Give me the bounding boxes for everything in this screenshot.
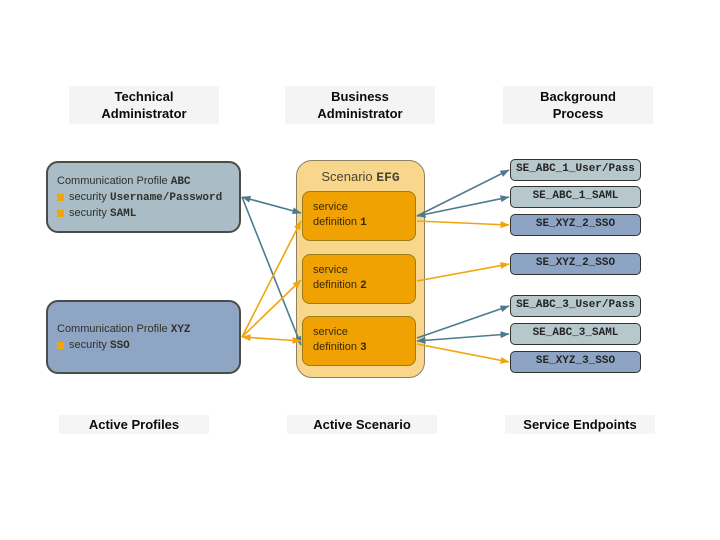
security-label: security xyxy=(69,207,107,219)
header-line: Administrator xyxy=(317,106,403,121)
definition-number: 3 xyxy=(360,342,367,354)
profile-title-text: Communication Profile xyxy=(57,323,168,335)
definition-line: service xyxy=(313,326,348,338)
security-bullet-icon xyxy=(57,194,64,201)
definition-line: definition 3 xyxy=(313,341,367,354)
service-endpoint-box: SE_ABC_3_User/Pass xyxy=(510,295,641,317)
service-endpoint-box: SE_ABC_1_User/Pass xyxy=(510,159,641,181)
connector-line xyxy=(416,305,510,339)
definition-line: definition 1 xyxy=(313,216,367,229)
definition-line: service xyxy=(313,201,348,213)
security-item: security Username/Password xyxy=(57,191,231,204)
header-line: Administrator xyxy=(101,106,187,121)
security-bullet-icon xyxy=(57,342,64,349)
footer-active-profiles: Active Profiles xyxy=(59,415,209,434)
profile-title: Communication Profile XYZ xyxy=(57,323,231,336)
connector-line xyxy=(241,196,302,346)
column-header-technical-administrator: Technical Administrator xyxy=(69,86,219,124)
profile-code: ABC xyxy=(170,176,191,188)
security-value: SSO xyxy=(109,340,130,352)
connector-line xyxy=(416,220,510,229)
connector-line xyxy=(416,331,510,344)
security-item: security SAML xyxy=(57,207,231,220)
footer-active-scenario: Active Scenario xyxy=(287,415,437,434)
connector-line xyxy=(241,334,302,344)
header-line: Business xyxy=(331,89,389,104)
header-line: Background xyxy=(540,89,616,104)
security-item: security SSO xyxy=(57,339,231,352)
connector-line xyxy=(241,220,302,338)
profile-title-text: Communication Profile xyxy=(57,175,168,187)
scenario-code: EFG xyxy=(376,170,400,185)
service-endpoint-box: SE_ABC_1_SAML xyxy=(510,186,641,208)
column-header-background-process: Background Process xyxy=(503,86,653,124)
communication-profile-abc-box: Communication Profile ABC security Usern… xyxy=(46,161,241,233)
service-endpoint-box: SE_XYZ_3_SSO xyxy=(510,351,641,373)
definition-number: 1 xyxy=(360,217,367,229)
security-value: SAML xyxy=(109,208,137,220)
service-definition-3-box: service definition 3 xyxy=(302,316,416,366)
security-value: Username/Password xyxy=(109,192,223,204)
service-definition-1-box: service definition 1 xyxy=(302,191,416,241)
scenario-title: Scenario EFG xyxy=(296,169,425,185)
security-bullet-icon xyxy=(57,210,64,217)
footer-service-endpoints: Service Endpoints xyxy=(505,415,655,434)
connector-line xyxy=(241,279,302,338)
service-definition-2-box: service definition 2 xyxy=(302,254,416,304)
definition-line: service xyxy=(313,264,348,276)
security-label: security xyxy=(69,191,107,203)
profile-title: Communication Profile ABC xyxy=(57,175,231,188)
service-endpoint-box: SE_ABC_3_SAML xyxy=(510,323,641,345)
definition-line: definition 2 xyxy=(313,279,367,292)
connector-line xyxy=(416,169,510,217)
service-endpoint-box: SE_XYZ_2_SSO xyxy=(510,214,641,236)
security-label: security xyxy=(69,339,107,351)
column-header-business-administrator: Business Administrator xyxy=(285,86,435,124)
connector-line xyxy=(416,195,510,218)
definition-number: 2 xyxy=(360,280,367,292)
connector-line xyxy=(416,343,510,364)
profile-code: XYZ xyxy=(170,324,191,336)
communication-profile-xyz-box: Communication Profile XYZ security SSO xyxy=(46,300,241,374)
scenario-title-text: Scenario xyxy=(321,169,373,184)
connector-line xyxy=(416,262,510,282)
service-endpoint-box: SE_XYZ_2_SSO xyxy=(510,253,641,275)
header-line: Process xyxy=(552,106,604,121)
header-line: Technical xyxy=(114,89,174,104)
connector-line xyxy=(241,195,302,215)
